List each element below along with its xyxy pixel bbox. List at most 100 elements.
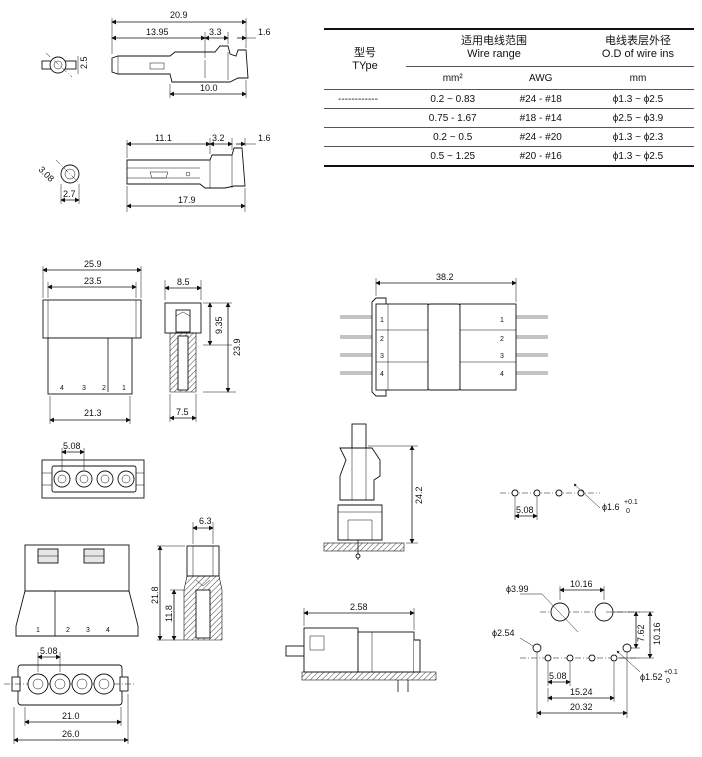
dim-pcb-b-span-mid: 15.24 bbox=[570, 687, 593, 697]
dim-female-front: 11.1 bbox=[155, 133, 172, 143]
dim-mated-panel: 2.58 bbox=[350, 602, 368, 612]
dim-male-overall: 20.9 bbox=[170, 10, 188, 20]
dim-male-wire-crimp: 10.0 bbox=[200, 83, 218, 93]
type-header-cn: 型号 bbox=[354, 46, 376, 59]
row-mm2: 0.5 ~ 1.25 bbox=[406, 146, 500, 166]
dim-plug-inner-width: 21.0 bbox=[62, 711, 80, 721]
dim-receptacle-pitch: 5.08 bbox=[63, 441, 81, 451]
row-type: ------------ bbox=[324, 89, 406, 109]
unit-mm2: mm² bbox=[406, 66, 500, 90]
mated-right-pin-2: 2 bbox=[500, 336, 504, 343]
plug-pin-1: 1 bbox=[36, 627, 40, 634]
receptacle-housing-bottom: 5.08 bbox=[41, 441, 145, 499]
pcb-layout-a: 5.08 ϕ1.6 +0.1 0 bbox=[500, 483, 638, 520]
dim-mated-length: 38.2 bbox=[436, 272, 454, 282]
plug-housing-front: 1 2 3 4 bbox=[15, 544, 139, 637]
terminal-male-side-view: 20.9 13.95 3.3 1.6 10.0 bbox=[111, 10, 271, 98]
pcb-layout-b: ϕ3.99 10.16 ϕ2.54 7.62 10.16 5.08 15.24 … bbox=[492, 579, 678, 718]
dim-pcb-b-big-hole: ϕ3.99 bbox=[506, 584, 529, 594]
row-awg: #24 - #20 bbox=[499, 127, 582, 147]
mated-left-pin-3: 3 bbox=[380, 353, 384, 360]
type-header-en: TYpe bbox=[352, 59, 378, 72]
dim-plug-side-top: 6.3 bbox=[199, 516, 212, 526]
plug-pin-2: 2 bbox=[66, 627, 70, 634]
row-mm2: 0.2 ~ 0.83 bbox=[406, 89, 500, 109]
row-mm2: 0.75 - 1.67 bbox=[406, 108, 500, 128]
unit-mm: mm bbox=[582, 66, 694, 90]
dim-female-crimp: 3.2 bbox=[212, 133, 225, 143]
dim-female-overall: 17.9 bbox=[178, 195, 196, 205]
row-awg: #24 - #18 bbox=[499, 89, 582, 109]
dim-pcb-b-span-total: 20.32 bbox=[570, 702, 593, 712]
wire-spec-grid: 型号 TYpe 适用电线范围 Wire range 电线表层外径 O.D of … bbox=[324, 28, 694, 167]
type-header: 型号 TYpe bbox=[324, 29, 406, 90]
row-od: ϕ1.3 ~ ϕ2.5 bbox=[582, 89, 694, 109]
dim-plug-side-lower: 11.8 bbox=[164, 605, 174, 622]
dim-plug-pitch: 5.08 bbox=[40, 646, 58, 656]
receptacle-pin-4: 4 bbox=[60, 385, 64, 392]
table-row: 0.2 ~ 0.5 #24 - #20 ϕ1.3 ~ ϕ2.3 bbox=[324, 127, 694, 147]
plug-housing-bottom: 5.08 21.0 26.0 bbox=[4, 646, 136, 744]
dim-female-tail: 1.6 bbox=[258, 133, 271, 143]
mated-assembly-pcb-view: 24.2 bbox=[323, 423, 424, 560]
terminal-female-group: 3.08 2.7 11.1 3.2 1.6 bbox=[37, 133, 271, 212]
dim-male-barrel: 13.95 bbox=[146, 27, 169, 37]
row-type bbox=[324, 108, 406, 128]
dim-receptacle-side-upper: 9.35 bbox=[214, 316, 224, 334]
dim-receptacle-side-bottom: 7.5 bbox=[176, 407, 189, 417]
wire-range-header-en: Wire range bbox=[467, 48, 521, 60]
row-mm2: 0.2 ~ 0.5 bbox=[406, 127, 500, 147]
dim-male-tail: 1.6 bbox=[258, 27, 271, 37]
dim-pcb-a-tol-upper: +0.1 bbox=[624, 499, 638, 506]
receptacle-pin-3: 3 bbox=[82, 385, 86, 392]
dim-pcb-a-pitch: 5.08 bbox=[516, 505, 534, 515]
row-type bbox=[324, 127, 406, 147]
dim-mated-pcb-height: 24.2 bbox=[414, 486, 424, 504]
mated-assembly-panel-view: 2.58 bbox=[285, 602, 437, 692]
receptacle-housing-side: 8.5 9.35 23.9 7.5 bbox=[164, 277, 242, 422]
table-row: 0.5 ~ 1.25 #20 - #16 ϕ1.3 ~ ϕ2.5 bbox=[324, 146, 694, 166]
dim-male-crimp: 3.3 bbox=[209, 27, 222, 37]
row-od: ϕ2.5 ~ ϕ3.9 bbox=[582, 108, 694, 128]
od-header-en: O.D of wire ins bbox=[601, 48, 675, 60]
plug-pin-3: 3 bbox=[86, 627, 90, 634]
terminal-male-group: 2.5 20.9 13.95 3.3 1.6 10.0 bbox=[41, 10, 271, 98]
mated-left-pin-4: 4 bbox=[380, 371, 384, 378]
terminal-female-end-view: 3.08 2.7 bbox=[37, 159, 80, 204]
dim-female-diameter: 3.08 bbox=[37, 164, 56, 183]
mated-right-pin-4: 4 bbox=[500, 371, 504, 378]
dim-female-width: 2.7 bbox=[63, 189, 76, 199]
dim-receptacle-base: 21.3 bbox=[84, 408, 102, 418]
dim-pcb-a-hole: ϕ1.6 bbox=[602, 502, 620, 512]
od-header-cn: 电线表层外径 bbox=[605, 35, 671, 47]
mated-right-pin-1: 1 bbox=[500, 317, 504, 324]
dim-pcb-b-tol-lower: 0 bbox=[666, 678, 670, 685]
dim-pcb-b-pin-hole: ϕ1.52 bbox=[640, 672, 663, 682]
mated-left-pin-2: 2 bbox=[380, 336, 384, 343]
dim-male-diameter: 2.5 bbox=[79, 56, 89, 69]
mated-assembly-top: 1 2 3 4 1 2 3 4 38.2 bbox=[340, 272, 548, 397]
row-type bbox=[324, 146, 406, 166]
row-od: ϕ1.3 ~ ϕ2.3 bbox=[582, 127, 694, 147]
table-row: 0.75 - 1.67 #18 - #14 ϕ2.5 ~ ϕ3.9 bbox=[324, 108, 694, 128]
dim-pcb-b-tol-upper: +0.1 bbox=[664, 669, 678, 676]
plug-pin-4: 4 bbox=[106, 627, 110, 634]
row-od: ϕ1.3 ~ ϕ2.5 bbox=[582, 146, 694, 166]
dim-pcb-b-big-spacing: 10.16 bbox=[570, 579, 593, 589]
row-awg: #20 - #16 bbox=[499, 146, 582, 166]
mated-left-pin-1: 1 bbox=[380, 317, 384, 324]
wire-spec-table: 型号 TYpe 适用电线范围 Wire range 电线表层外径 O.D of … bbox=[324, 28, 694, 167]
wire-range-header: 适用电线范围 Wire range bbox=[406, 29, 582, 67]
terminal-male-end-view: 2.5 bbox=[41, 52, 89, 78]
dim-pcb-b-offset-small: 7.62 bbox=[636, 624, 646, 642]
dim-receptacle-flange: 25.9 bbox=[84, 259, 102, 269]
receptacle-housing-front: 4 3 2 1 25.9 23.5 21.3 bbox=[42, 259, 142, 424]
mated-right-pin-3: 3 bbox=[500, 353, 504, 360]
dim-pcb-b-pitch: 5.08 bbox=[549, 671, 567, 681]
table-row: ------------ 0.2 ~ 0.83 #24 - #18 ϕ1.3 ~… bbox=[324, 89, 694, 109]
dim-pcb-b-offset-large: 10.16 bbox=[652, 622, 662, 645]
od-header: 电线表层外径 O.D of wire ins bbox=[582, 29, 694, 67]
dim-receptacle-side-top: 8.5 bbox=[177, 277, 190, 287]
unit-awg: AWG bbox=[499, 66, 582, 90]
